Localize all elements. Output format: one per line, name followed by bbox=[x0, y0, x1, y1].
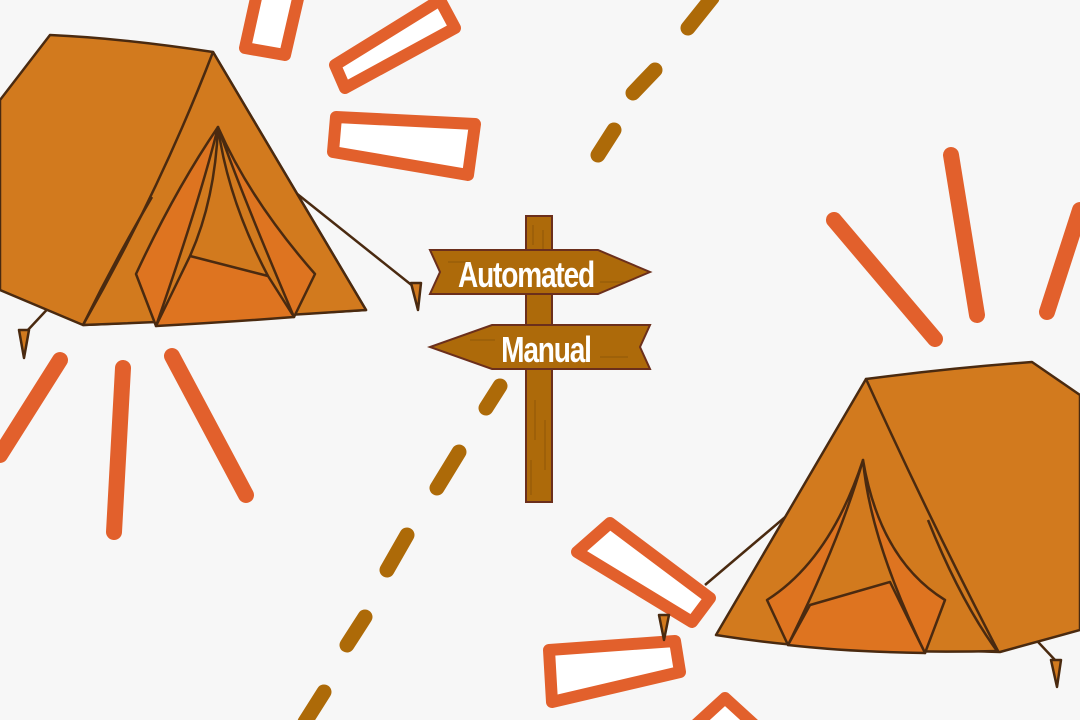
burst-strokes-right bbox=[826, 147, 1080, 347]
signpost bbox=[427, 215, 653, 503]
manual-arrow[interactable] bbox=[427, 324, 652, 370]
automated-arrow[interactable] bbox=[428, 249, 653, 295]
burst-rects-bottom bbox=[543, 517, 758, 720]
right-tent bbox=[657, 360, 1080, 689]
burst-strokes-left bbox=[0, 348, 254, 540]
manual-label: Manual bbox=[501, 330, 591, 370]
left-tent bbox=[0, 33, 423, 360]
automated-label: Automated bbox=[458, 255, 594, 295]
burst-rects-top bbox=[239, 0, 481, 181]
dashed-path bbox=[297, 0, 720, 720]
